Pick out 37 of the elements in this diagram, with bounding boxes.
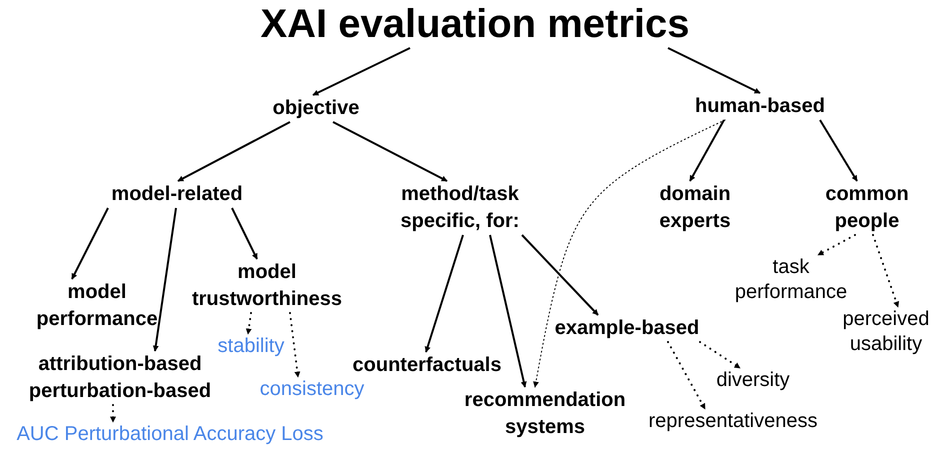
criterion-label: representativeness <box>648 409 818 434</box>
arrow <box>872 234 900 308</box>
category-label: common people <box>817 181 917 235</box>
category-label: model trustworthiness <box>180 259 354 313</box>
arrow <box>668 47 761 94</box>
arrow <box>667 341 706 410</box>
arrow <box>521 234 599 316</box>
metric-label: consistency <box>260 377 364 401</box>
category-label: model-related <box>111 181 243 208</box>
category-label: recommendation systems <box>450 387 640 441</box>
category-label: example-based <box>554 315 700 342</box>
arrow <box>312 47 410 96</box>
arrow <box>699 341 741 369</box>
arrow <box>489 234 527 388</box>
arrow <box>689 120 725 182</box>
metric-label: AUC Perturbational Accuracy Loss <box>16 422 324 446</box>
category-label: domain experts <box>650 181 740 235</box>
criterion-label: diversity <box>716 368 790 393</box>
criterion-label: perceived usability <box>836 307 935 357</box>
arrow <box>71 208 109 280</box>
arrow <box>246 312 252 335</box>
arrow <box>289 312 300 378</box>
arrow <box>332 121 448 182</box>
category-label: human-based <box>694 93 826 120</box>
category-label: objective <box>272 95 360 122</box>
arrow <box>152 208 177 352</box>
arrow <box>817 234 856 256</box>
title-text: XAI evaluation metrics <box>260 0 690 48</box>
arrow <box>819 119 858 182</box>
arrow <box>231 208 258 260</box>
category-label: counterfactuals <box>352 352 502 379</box>
arrow <box>177 121 290 182</box>
category-label: model performance <box>27 279 167 333</box>
arrow <box>110 404 116 423</box>
arrow <box>424 234 464 353</box>
arrow <box>533 120 726 388</box>
category-label: method/task specific, for: <box>385 181 535 235</box>
